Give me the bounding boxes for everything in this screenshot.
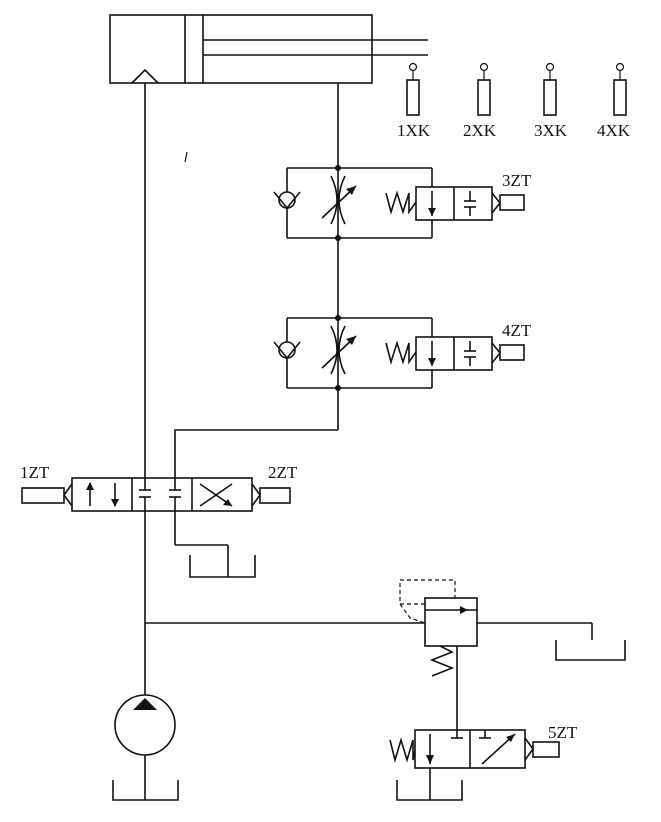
solenoid-coil (499, 344, 525, 361)
limit-switch-label: 3XK (534, 121, 568, 140)
return-connection-line (174, 429, 338, 478)
limit-switch-label: 1XK (397, 121, 431, 140)
limit-switch-label: 4XK (597, 121, 631, 140)
solenoid-coil (532, 741, 560, 758)
speed-control-unit-4zt: 4ZT (273, 315, 532, 391)
oil-tank-2 (555, 640, 626, 661)
throttle-arc-left (330, 175, 338, 225)
spring-symbol (385, 340, 417, 365)
throttle-arc-left (330, 325, 338, 375)
solenoid-coil (499, 194, 525, 211)
limit-switch-label: 2XK (463, 121, 497, 140)
directional-valve-3pos: 1ZT 2ZT (20, 463, 298, 512)
limit-switch-4xk: 4XK (597, 62, 631, 140)
solenoid-coil-1zt (21, 487, 65, 504)
spring-symbol (385, 190, 417, 215)
oil-tank-4 (396, 780, 463, 801)
oil-tank-3 (112, 780, 179, 801)
spring-symbol (389, 737, 416, 764)
spring-symbol (429, 645, 455, 677)
hydraulic-cylinder (109, 14, 428, 84)
solenoid-label-5zt: 5ZT (548, 723, 578, 742)
solenoid-label-1zt: 1ZT (20, 463, 50, 482)
limit-switch-3xk: 3XK (534, 62, 568, 140)
hydraulic-pump (114, 694, 176, 756)
stray-mark (184, 151, 188, 163)
solenoid-coil-2zt (259, 487, 291, 504)
unloading-valve-5zt: 5ZT (389, 723, 578, 769)
check-valve-seat (273, 191, 301, 210)
solenoid-label-3zt: 3ZT (502, 171, 532, 190)
solenoid-label-4zt: 4ZT (502, 321, 532, 340)
solenoid-label-2zt: 2ZT (268, 463, 298, 482)
relief-valve (399, 579, 478, 677)
speed-control-unit-3zt: 3ZT (273, 165, 532, 241)
throttle-arc-right (338, 325, 346, 375)
oil-tank-1 (189, 555, 256, 578)
limit-switch-2xk: 2XK (463, 62, 497, 140)
limit-switch-1xk: 1XK (397, 62, 431, 140)
check-valve-seat (273, 341, 301, 360)
throttle-arc-right (338, 175, 346, 225)
